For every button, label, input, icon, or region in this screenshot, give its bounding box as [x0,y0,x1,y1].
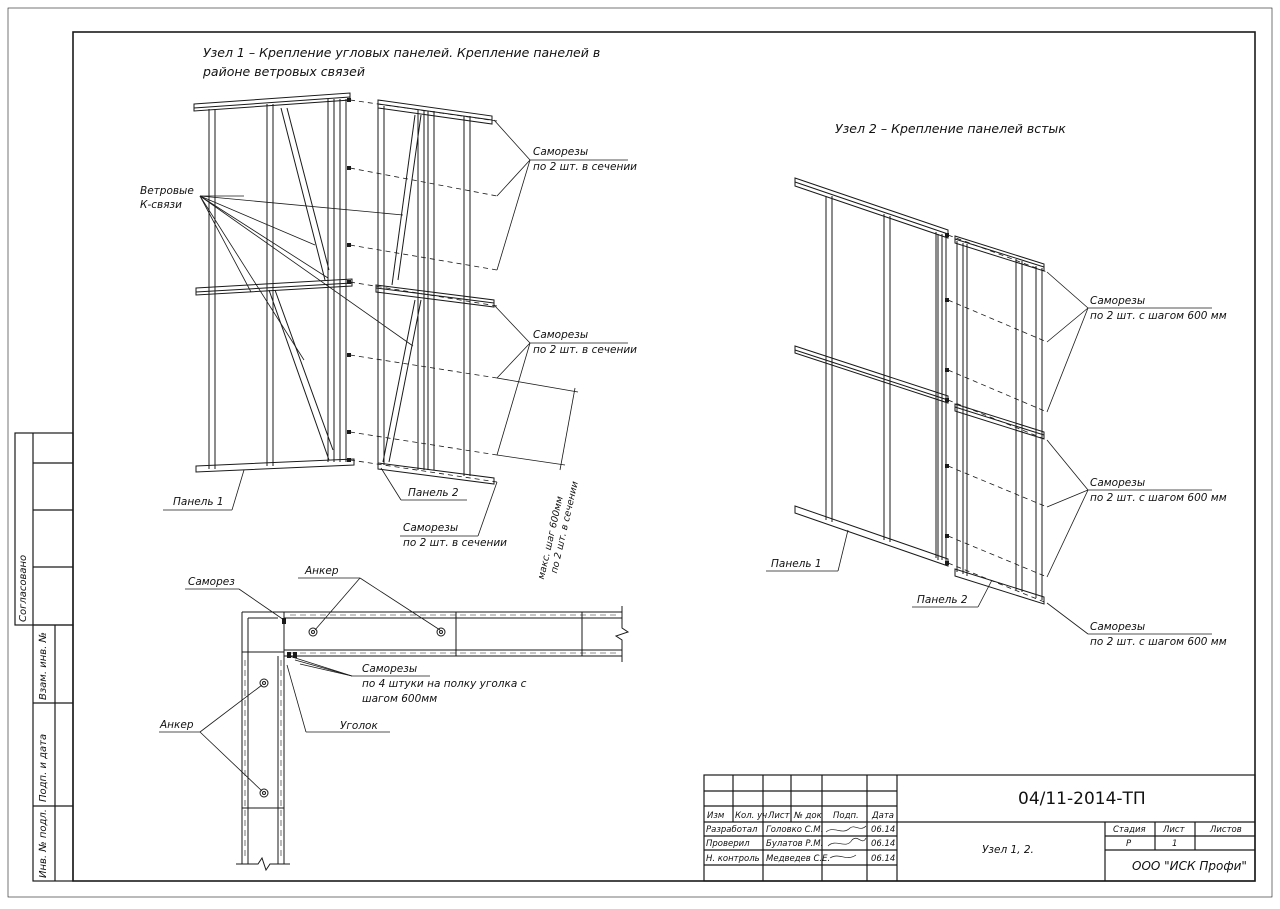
node2-screws-1b: по 2 шт. с шагом 600 мм [1090,310,1227,322]
node2-screws-2b: по 2 шт. с шагом 600 мм [1090,492,1227,504]
node1-screws-mid-2: по 2 шт. в сечении [533,344,637,356]
header-kol: Кол. уч [735,811,768,821]
stage-value: Р [1126,839,1132,849]
name-checker: Булатов Р.М. [766,839,824,849]
role-checker: Проверил [706,839,750,849]
stamp-agreed: Согласовано [18,554,29,622]
node1-panel2-label: Панель 2 [408,487,459,499]
header-podp: Подп. [833,811,859,821]
corner-angle-label: Уголок [340,720,378,732]
node1-panel1 [193,92,355,473]
stamp-inv: Инв. № подл. [38,809,49,878]
node1-panel1-label: Панель 1 [173,496,224,508]
sheet-frame [7,7,1273,898]
title-block-grid [703,774,1256,882]
node2-screws-3b: по 2 шт. с шагом 600 мм [1090,636,1227,648]
corner-screws-2: по 4 штуки на полку уголка с [362,678,527,690]
node1-screws-top-1: Саморезы [533,146,589,158]
node1-title-line1: Узел 1 – Крепление угловых панелей. Креп… [203,45,601,60]
node2-screws-3a: Саморезы [1090,621,1146,633]
name-developer: Головко С.М. [766,825,824,835]
node1-panel2 [375,99,495,485]
lists-header: Листов [1210,825,1242,835]
company-name: ООО "ИСК Профи" [1132,859,1247,873]
corner-screws-3: шагом 600мм [362,693,438,705]
corner-leaders [159,577,441,792]
list-header: Лист [1163,825,1185,835]
corner-samorez-label: Саморез [188,576,235,588]
role-developer: Разработал [706,825,758,835]
node2-leaders [766,271,1212,635]
node1-title-line2: районе ветровых связей [203,64,365,79]
node2-panel1 [794,177,949,567]
drawing-code: 04/11-2014-ТП [1018,789,1146,809]
corner-anchor-left-label: Анкер [160,719,194,731]
date-norm-control: 06.14 [871,854,896,864]
node2-screws-2a: Саморезы [1090,477,1146,489]
header-data: Дата [872,811,895,821]
node2-screw-marks [945,233,949,565]
list-value: 1 [1172,839,1178,849]
node1-screws-bot-1: Саморезы [403,522,459,534]
role-norm-control: Н. контроль [706,854,760,864]
node1-screws-bot-2: по 2 шт. в сечении [403,537,507,549]
sheet-name: Узел 1, 2. [982,844,1034,856]
header-izm: Изм [707,811,725,821]
node1-screws-top-2: по 2 шт. в сечении [533,161,637,173]
node2-title: Узел 2 – Крепление панелей встык [835,121,1066,136]
node1-screw-lines [349,99,498,483]
header-ndok: № док [794,811,822,821]
node2-panel1-label: Панель 1 [771,558,822,570]
date-developer: 06.14 [871,825,896,835]
side-stamp [14,432,74,882]
corner-detail [236,606,630,872]
stage-header: Стадия [1113,825,1146,835]
name-norm-control: Медведев С.Е. [766,854,831,864]
header-list: Лист [768,811,790,821]
node1-leaders [163,119,628,537]
wind-braces-label-1: Ветровые [140,185,194,197]
date-checker: 06.14 [871,839,896,849]
corner-anchor-top-label: Анкер [305,565,339,577]
node1-screws-mid-1: Саморезы [533,329,589,341]
corner-screws-1: Саморезы [362,663,418,675]
stamp-sign-date: Подп. и дата [38,733,49,802]
node2-panel2 [954,235,1045,605]
node1-screw-marks [347,98,351,462]
corner-screw-marks [282,618,297,658]
stamp-replace: Взам. инв. № [38,632,49,700]
node2-panel2-label: Панель 2 [917,594,968,606]
signatures [825,825,867,859]
node2-screws-1a: Саморезы [1090,295,1146,307]
wind-braces-label-2: К-связи [140,199,182,211]
